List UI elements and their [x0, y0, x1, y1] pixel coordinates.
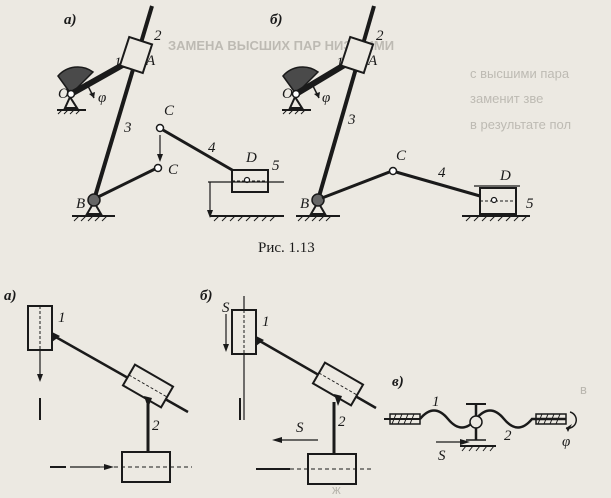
- link-bc-b: [321, 169, 393, 200]
- motion-arrowhead-bottom-a: [37, 374, 43, 382]
- label-1-bottom-a: 1: [58, 310, 66, 326]
- joint-b-a: [87, 193, 101, 207]
- ground-5-a: [210, 215, 284, 222]
- s-arrowhead-vertical-bottom-b: [223, 344, 229, 352]
- rocker-link-3-b: [316, 5, 376, 201]
- rod-bottom-b: [257, 338, 377, 410]
- slider-block-2-b: [339, 35, 375, 75]
- joint-c-lower-a: [153, 163, 163, 173]
- label-2-a: 2: [154, 28, 162, 44]
- wavy-cam-bottom-c: [419, 409, 566, 429]
- label-2-bottom-a: 2: [152, 418, 160, 434]
- panel-tag-top-b: б): [270, 12, 282, 28]
- label-d-b: D: [499, 168, 511, 184]
- label-d-a: D: [245, 150, 257, 166]
- label-b-b: B: [300, 196, 309, 212]
- label-a-b: A: [367, 53, 378, 69]
- label-3-b: 3: [347, 112, 356, 128]
- label-1-bottom-c: 1: [432, 394, 440, 410]
- label-2-bottom-b: 2: [338, 414, 346, 430]
- label-c-b: C: [396, 148, 407, 164]
- label-s-horizontal-bottom-b: S: [296, 420, 304, 436]
- sector-o-a: [57, 66, 95, 96]
- panel-tag-bottom-a: a): [4, 288, 17, 304]
- label-phi-bottom-c: φ: [562, 434, 570, 450]
- slider-block-on-rod-bottom-b: [311, 361, 365, 407]
- joint-d-b: [490, 196, 498, 204]
- label-4-a: 4: [208, 140, 216, 156]
- rotation-arrow-bottom-c: [565, 411, 577, 429]
- phi-arrowhead-a: [89, 92, 95, 98]
- panel-tag-bottom-b: б): [200, 288, 212, 304]
- ground-bottom-c: [460, 445, 496, 452]
- slider-block-2-a: [118, 35, 154, 75]
- label-phi-a: φ: [98, 90, 106, 106]
- joint-o-b: [291, 89, 301, 99]
- top-panel-b: б): [270, 5, 534, 222]
- link-4-b: [395, 170, 495, 202]
- label-c-upper-a: C: [164, 103, 175, 119]
- bleed-heading: ЗАМЕНА ВЫСШИХ ПАР НИЗШИМИ: [168, 38, 394, 53]
- guide-drop-arrowhead-a: [207, 210, 213, 218]
- label-1-bottom-b: 1: [262, 314, 270, 330]
- link-bc-a: [97, 166, 158, 199]
- label-s-vertical-bottom-b: S: [222, 300, 230, 316]
- figure-caption: Рис. 1.13: [258, 240, 315, 256]
- ground-5-b: [462, 215, 530, 222]
- label-a-a: A: [145, 53, 156, 69]
- rod-bottom-a: [53, 334, 189, 414]
- joint-o-a: [66, 89, 76, 99]
- support-o-a: [57, 94, 86, 115]
- bottom-panel-c: в) 1 2: [384, 374, 577, 464]
- label-o-a: O: [58, 86, 69, 102]
- c-transfer-arrowhead-a: [157, 154, 163, 162]
- bleed-line-2: заменит зве: [470, 91, 543, 106]
- label-c-lower-a: C: [168, 162, 179, 178]
- label-2-bottom-c: 2: [504, 428, 512, 444]
- bleed-through-layer: ЗАМЕНА ВЫСШИХ ПАР НИЗШИМИ с высшими пара…: [168, 38, 571, 132]
- bottom-panel-a: a) 1 2: [4, 288, 192, 483]
- label-5-a: 5: [272, 158, 280, 174]
- joint-c-upper-a: [155, 123, 165, 133]
- panel-tag-bottom-c: в): [392, 374, 404, 390]
- bleed-line-5: в: [580, 382, 587, 397]
- label-3-a: 3: [123, 120, 132, 136]
- joint-c-b: [388, 166, 398, 176]
- support-b-b: [296, 200, 340, 222]
- label-b-a: B: [76, 196, 85, 212]
- link-joint-2-bottom-b: [334, 394, 342, 406]
- label-1-b: 1: [336, 55, 344, 71]
- bleed-line-3: в результате пол: [470, 117, 571, 132]
- s-arrowhead-bottom-c: [460, 439, 470, 445]
- joint-b-b: [311, 193, 325, 207]
- support-b-a: [72, 200, 115, 222]
- s-arrowhead-horizontal-bottom-b: [272, 437, 282, 443]
- label-4-b: 4: [438, 165, 446, 181]
- follower-roller-bottom-c: [469, 415, 483, 429]
- bleed-line-1: с высшими пара: [470, 66, 570, 81]
- label-5-b: 5: [526, 196, 534, 212]
- link-joint-2-bottom-a: [144, 396, 152, 408]
- sector-o-b: [282, 66, 320, 96]
- label-o-b: O: [282, 86, 293, 102]
- rocker-link-3-a: [92, 5, 154, 201]
- label-1-a: 1: [114, 55, 122, 71]
- bottom-panel-b: б) 1 2 S S: [200, 288, 377, 485]
- label-phi-b: φ: [322, 90, 330, 106]
- horizontal-arrowhead-bottom-a: [104, 464, 114, 470]
- label-2-b: 2: [376, 28, 384, 44]
- panel-tag-top-a: a): [64, 12, 77, 28]
- support-o-b: [282, 94, 311, 115]
- phi-arrowhead-b: [314, 92, 320, 98]
- rotation-arrowhead-bottom-c: [566, 424, 572, 432]
- label-s-bottom-c: S: [438, 448, 446, 464]
- slider-block-on-rod-bottom-a: [121, 363, 175, 409]
- bleed-line-4: ж: [332, 482, 341, 497]
- top-panel-a: a): [57, 5, 284, 222]
